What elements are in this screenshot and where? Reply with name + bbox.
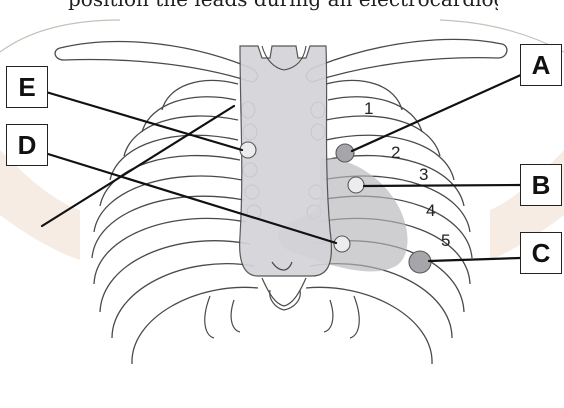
ribs-left [92,80,258,364]
label-box-a: A [520,44,562,86]
sternum [240,46,332,276]
clavicle-right [306,39,507,82]
label-box-c: C [520,232,562,274]
label-box-d: D [6,124,48,166]
clavicle-left [55,42,258,82]
label-box-b: B [520,164,562,206]
electrode-b [348,177,364,193]
leader-line-b [364,185,520,186]
electrode-c [409,251,431,273]
leader-line-e [46,92,242,150]
leader-line-c [429,258,520,261]
rib-number-1: 1 [364,100,373,117]
rib-number-4: 4 [426,202,435,219]
electrode-a [336,144,354,162]
rib-number-2: 2 [391,144,400,161]
rib-number-5: 5 [441,232,450,249]
skin-tint [0,150,80,260]
rib-number-3: 3 [419,166,428,183]
label-box-e: E [6,66,48,108]
